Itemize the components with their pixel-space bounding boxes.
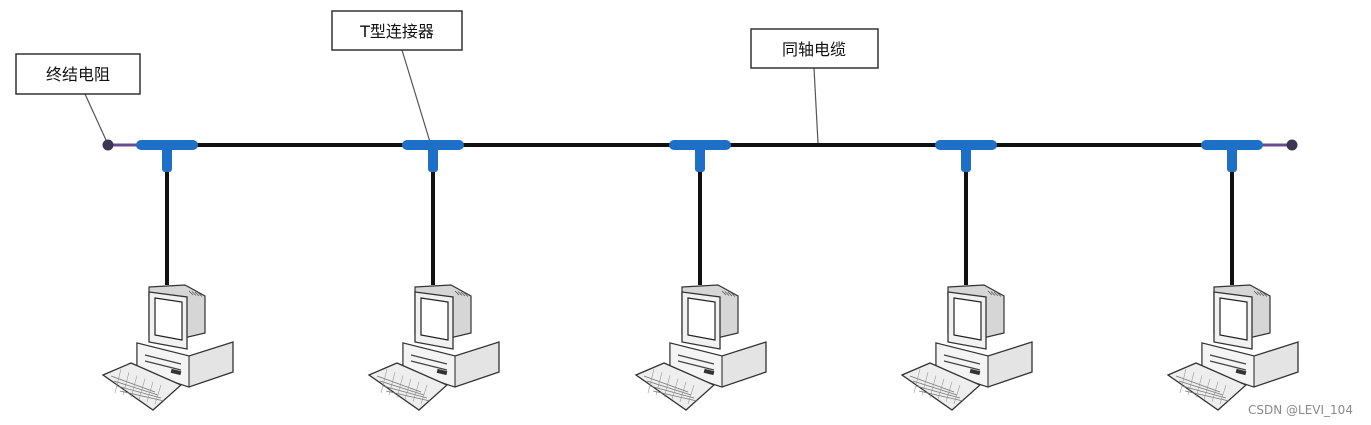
coax-cable-label: 同轴电缆 — [782, 40, 846, 59]
terminator-callout: 终结电阻 — [15, 53, 141, 95]
left-terminator-end — [102, 139, 114, 151]
computer-2 — [367, 284, 500, 411]
t-connector — [935, 140, 997, 172]
computers-group — [101, 284, 1299, 411]
t-connector — [669, 140, 731, 172]
watermark: CSDN @LEVI_104 — [1248, 403, 1353, 417]
coax-cable-callout: 同轴电缆 — [750, 28, 879, 69]
t-connector-label: T型连接器 — [359, 22, 434, 41]
t-connector-leader-line — [401, 49, 431, 143]
right-terminator-end — [1286, 139, 1298, 151]
t-connector — [402, 140, 464, 172]
terminator-label: 终结电阻 — [46, 65, 110, 84]
coax-cable-leader-line — [813, 67, 819, 144]
computer-5 — [1166, 284, 1299, 411]
computer-4 — [900, 284, 1033, 411]
drop-cables-and-connectors — [136, 140, 1263, 285]
t-connector — [136, 140, 198, 172]
t-connector — [1201, 140, 1263, 172]
computer-3 — [634, 284, 767, 411]
computer-1 — [101, 284, 234, 411]
terminator-leader-line — [84, 93, 107, 141]
t-connector-callout: T型连接器 — [331, 10, 463, 51]
